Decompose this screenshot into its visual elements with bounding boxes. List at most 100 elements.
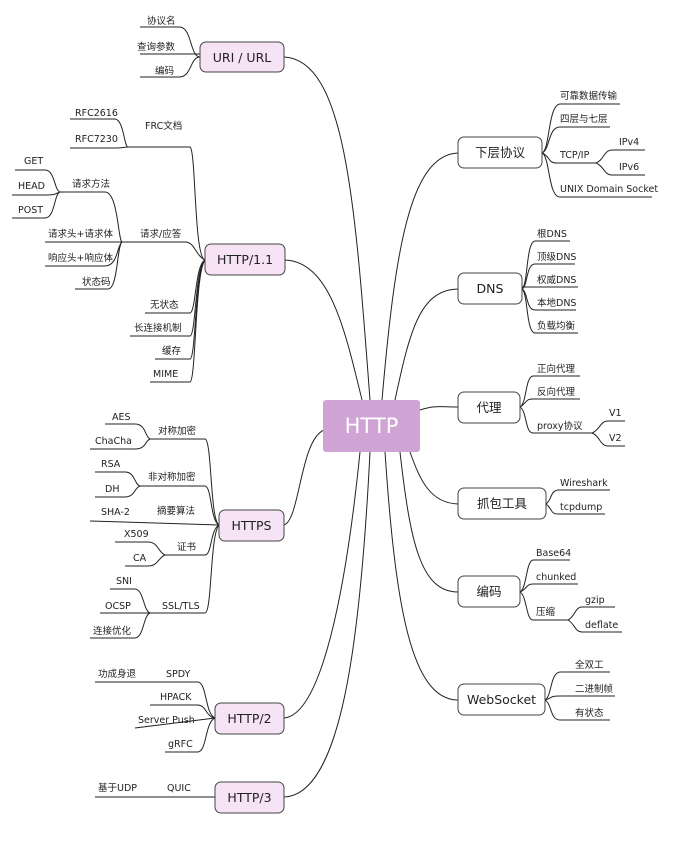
leaf-load-balance: 负载均衡 — [537, 320, 576, 332]
leaf-binary-frame: 二进制帧 — [575, 683, 614, 695]
leaf-rsa: RSA — [101, 459, 121, 470]
node-lower-protocol: 下层协议 可靠数据传输 四层与七层 TCP/IP IPv4 IPv6 UNIX … — [457, 90, 658, 195]
branch-cert: 证书 — [177, 542, 197, 553]
leaf-ipv6: IPv6 — [619, 162, 639, 173]
node-encoding-label: 编码 — [476, 584, 501, 599]
branch-proxy-protocol: proxy协议 — [537, 420, 583, 432]
node-websocket-box — [457, 683, 546, 716]
leaf-chacha: ChaCha — [95, 436, 132, 447]
leaf-uri-query: 查询参数 — [137, 41, 176, 53]
leaf-get: GET — [24, 156, 43, 167]
node-http2-label: HTTP/2 — [227, 711, 271, 726]
leaf-root-dns: 根DNS — [537, 228, 567, 240]
root-node: HTTP — [323, 400, 420, 452]
branch-reqresp: 请求/应答 — [140, 228, 182, 240]
leaf-spdy-note: 功成身退 — [98, 668, 137, 680]
node-dns: DNS 根DNS 顶级DNS 权威DNS 本地DNS 负载均衡 — [457, 228, 576, 332]
node-http11-label: HTTP/1.1 — [217, 252, 273, 267]
leaf-sha2: SHA-2 — [101, 507, 130, 518]
node-uri: URI / URL 协议名 查询参数 编码 — [137, 15, 285, 77]
node-http11-box — [204, 243, 286, 276]
leaf-resp-body: 响应头+响应体 — [48, 252, 113, 264]
node-uri-box — [199, 41, 285, 73]
node-dns-box — [457, 272, 523, 305]
leaf-keepalive: 长连接机制 — [134, 322, 182, 334]
leaf-x509: X509 — [124, 529, 149, 540]
leaf-layers: 四层与七层 — [560, 114, 608, 125]
leaf-base64: Base64 — [536, 548, 571, 559]
node-http2-box — [214, 702, 285, 735]
branch-methods: 请求方法 — [72, 178, 110, 190]
node-encoding: 编码 Base64 chunked 压缩 gzip deflate — [457, 548, 618, 631]
node-websocket-label: WebSocket — [467, 692, 536, 707]
leaf-full-duplex: 全双工 — [575, 659, 604, 671]
node-http3-label: HTTP/3 — [227, 790, 271, 805]
node-websocket: WebSocket 全双工 二进制帧 有状态 — [457, 659, 614, 719]
leaf-stateful: 有状态 — [575, 707, 604, 719]
leaf-cache: 缓存 — [162, 345, 182, 357]
leaf-auth-dns: 权威DNS — [537, 274, 576, 286]
leaf-hpack: HPACK — [160, 692, 192, 703]
node-https-box — [218, 509, 285, 542]
branch-tcpip: TCP/IP — [559, 150, 590, 161]
leaf-quic-note: 基于UDP — [98, 782, 137, 794]
leaf-reverse-proxy: 反向代理 — [537, 386, 576, 398]
leaf-wireshark: Wireshark — [560, 478, 608, 489]
branch-asym: 非对称加密 — [148, 471, 196, 483]
root-node-label: HTTP — [345, 414, 399, 438]
leaf-forward-proxy: 正向代理 — [537, 363, 576, 375]
node-https: HTTPS 对称加密 AES ChaCha 非对称加密 RSA DH 摘要算法 … — [93, 412, 285, 637]
leaf-mime: MIME — [153, 369, 178, 380]
leaf-gzip: gzip — [585, 595, 605, 606]
root-node-box — [323, 400, 420, 452]
leaf-grfc: gRFC — [168, 739, 193, 750]
leaf-rfc2616: RFC2616 — [75, 108, 118, 119]
leaf-stateless: 无状态 — [150, 299, 179, 311]
leaf-uri-scheme: 协议名 — [147, 15, 176, 27]
branch-compress: 压缩 — [536, 606, 556, 618]
node-http2: HTTP/2 SPDY 功成身退 HPACK Server Push gRFC — [98, 668, 285, 750]
branch-frc: FRC文档 — [145, 120, 182, 132]
leaf-spdy: SPDY — [166, 669, 191, 680]
leaf-head: HEAD — [18, 181, 45, 192]
leaf-local-dns: 本地DNS — [537, 297, 576, 309]
node-capture-tools-box — [457, 487, 547, 520]
leaf-ca: CA — [133, 553, 147, 564]
leaf-tld-dns: 顶级DNS — [537, 251, 576, 263]
node-lower-protocol-label: 下层协议 — [475, 145, 526, 160]
node-proxy: 代理 正向代理 反向代理 proxy协议 V1 V2 — [457, 363, 622, 444]
leaf-conn-opt: 连接优化 — [93, 625, 132, 637]
leaf-quic: QUIC — [167, 783, 191, 794]
connector-lines — [12, 26, 652, 798]
branch-digest: 摘要算法 — [157, 505, 195, 517]
leaf-rfc7230: RFC7230 — [75, 134, 118, 145]
node-capture-tools: 抓包工具 Wireshark tcpdump — [457, 478, 608, 520]
leaf-aes: AES — [112, 412, 131, 423]
node-capture-tools-label: 抓包工具 — [477, 496, 528, 511]
node-https-label: HTTPS — [232, 518, 272, 533]
node-http3: HTTP/3 QUIC 基于UDP — [98, 781, 285, 814]
leaf-tcpdump: tcpdump — [560, 502, 602, 513]
leaf-dh: DH — [105, 484, 119, 495]
branch-sym: 对称加密 — [158, 425, 197, 437]
leaf-v1: V1 — [609, 408, 622, 419]
leaf-reliable: 可靠数据传输 — [560, 90, 618, 102]
node-lower-protocol-box — [457, 136, 543, 169]
leaf-ocsp: OCSP — [105, 601, 131, 612]
leaf-chunked: chunked — [536, 572, 576, 583]
leaf-status: 状态码 — [82, 276, 111, 288]
leaf-post: POST — [18, 205, 43, 216]
node-encoding-box — [457, 575, 521, 608]
leaf-req-body: 请求头+请求体 — [48, 228, 113, 240]
leaf-ipv4: IPv4 — [619, 137, 639, 148]
leaf-sni: SNI — [116, 576, 132, 587]
node-proxy-label: 代理 — [476, 400, 502, 415]
leaf-uds: UNIX Domain Socket — [560, 184, 658, 195]
branch-ssl: SSL/TLS — [162, 601, 200, 612]
node-http11: HTTP/1.1 FRC文档 RFC2616 RFC7230 请求/应答 请求方… — [18, 108, 286, 380]
node-dns-label: DNS — [477, 281, 504, 296]
leaf-v2: V2 — [609, 433, 622, 444]
leaf-deflate: deflate — [585, 620, 618, 631]
leaf-server-push: Server Push — [138, 715, 195, 726]
